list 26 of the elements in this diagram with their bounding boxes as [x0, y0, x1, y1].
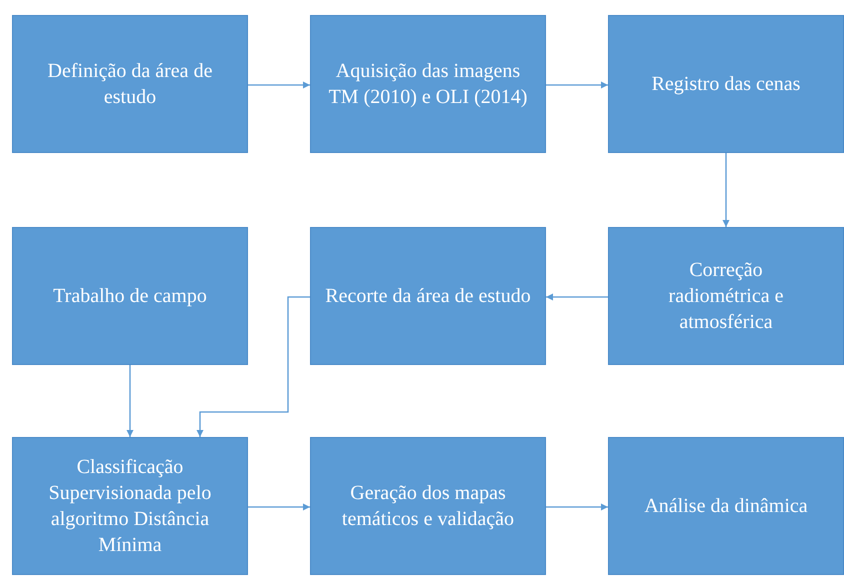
arrow — [722, 153, 730, 227]
arrow — [248, 504, 310, 510]
arrow — [546, 294, 608, 300]
process-box — [608, 227, 844, 365]
process-box — [12, 15, 248, 153]
box-label: Registro das cenas — [652, 72, 800, 97]
process-box — [12, 227, 248, 365]
arrow — [248, 82, 310, 88]
arrow — [196, 296, 310, 437]
process-box — [310, 437, 546, 575]
box-label: Classificação Supervisionada pelo algoritmo Distância Mínima — [48, 455, 212, 558]
process-box — [608, 437, 844, 575]
process-box — [310, 227, 546, 365]
box-label: Correção radiométrica e atmosférica — [668, 258, 784, 335]
process-box — [608, 15, 844, 153]
box-label: Recorte da área de estudo — [325, 284, 531, 309]
arrow — [546, 504, 608, 510]
box-label: Trabalho de campo — [53, 284, 207, 309]
arrow — [546, 82, 608, 88]
process-box — [12, 437, 248, 575]
arrow — [126, 365, 134, 437]
box-label: Análise da dinâmica — [644, 494, 808, 519]
box-label: Aquisição das imagens TM (2010) e OLI (2014) — [328, 59, 528, 110]
process-box — [310, 15, 546, 153]
box-label: Geração dos mapas temáticos e validação — [340, 481, 516, 532]
box-label: Definição da área de estudo — [46, 59, 214, 110]
